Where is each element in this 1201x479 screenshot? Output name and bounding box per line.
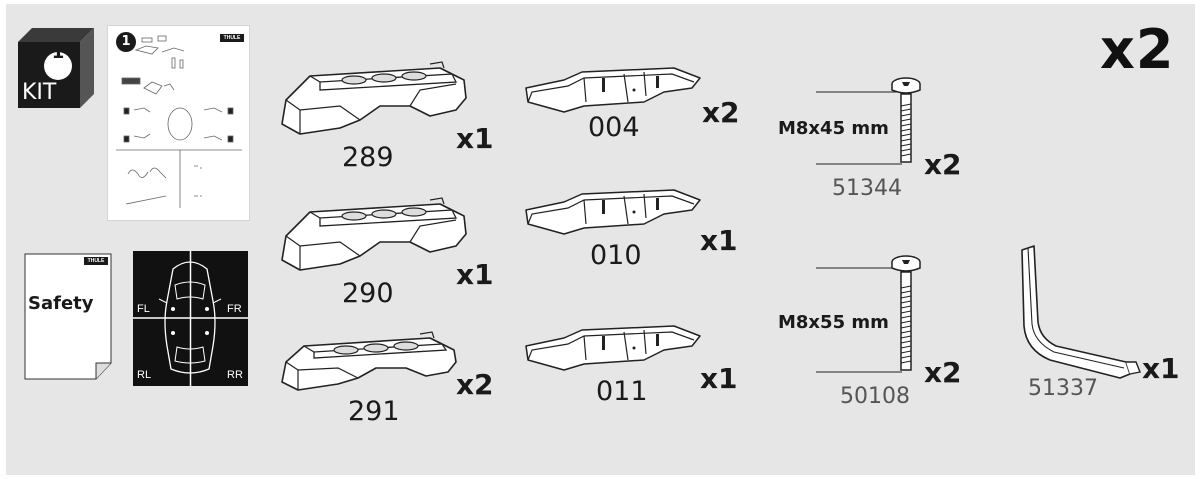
instruction-step-number: 1 [121, 34, 131, 49]
kit-cube-icon [18, 28, 94, 108]
bracket-011-icon [525, 325, 701, 371]
part-qty-290: x1 [456, 258, 494, 291]
bracket-010-icon [525, 189, 701, 235]
part-qty-011: x1 [700, 362, 738, 395]
position-fr: FR [227, 303, 242, 315]
hex-key-icon [1021, 245, 1141, 379]
part-qty-289: x1 [456, 122, 494, 155]
bolt-m8x55-icon [816, 255, 921, 373]
position-fl: FL [137, 303, 150, 315]
instruction-brand-logo: THULE [220, 34, 244, 42]
position-rr: RR [227, 369, 243, 381]
bolt-m8x45-icon [816, 77, 921, 165]
safety-sheet: THULE Safety [24, 253, 112, 380]
foot-pad-291-icon [281, 331, 457, 391]
part-code-010: 010 [590, 240, 642, 271]
car-top-view-icon [133, 251, 248, 386]
total-multiplier: x2 [1100, 18, 1175, 81]
kit-number: 1 [51, 42, 65, 63]
foot-pad-289-icon [281, 61, 467, 135]
part-qty-291: x2 [456, 368, 494, 401]
position-rl: RL [137, 369, 152, 381]
part-qty-51344: x2 [924, 148, 962, 181]
bolt-size-m8x45: M8x45 mm [778, 118, 889, 139]
part-code-290: 290 [342, 278, 394, 309]
part-code-291: 291 [348, 396, 400, 427]
instruction-drawings-icon [116, 35, 242, 208]
part-qty-50108: x2 [924, 356, 962, 389]
safety-label: Safety [28, 293, 94, 314]
part-code-004: 004 [588, 112, 640, 143]
instruction-sheet-thumbnail: 1 THULE [108, 26, 249, 220]
folded-page-icon [24, 253, 112, 380]
part-qty-010: x1 [700, 224, 738, 257]
safety-brand-logo: THULE [84, 257, 108, 265]
part-qty-51337: x1 [1142, 352, 1180, 385]
part-code-011: 011 [596, 376, 648, 407]
part-code-50108: 50108 [840, 384, 910, 409]
kit-label: KIT [22, 80, 57, 105]
car-position-diagram: FL FR RL RR [133, 251, 248, 386]
bracket-004-icon [525, 67, 701, 113]
foot-pad-290-icon [281, 197, 467, 271]
part-code-289: 289 [342, 142, 394, 173]
part-qty-004: x2 [702, 96, 740, 129]
part-code-51344: 51344 [832, 176, 902, 201]
bolt-size-m8x55: M8x55 mm [778, 312, 889, 333]
part-code-51337: 51337 [1028, 376, 1098, 401]
